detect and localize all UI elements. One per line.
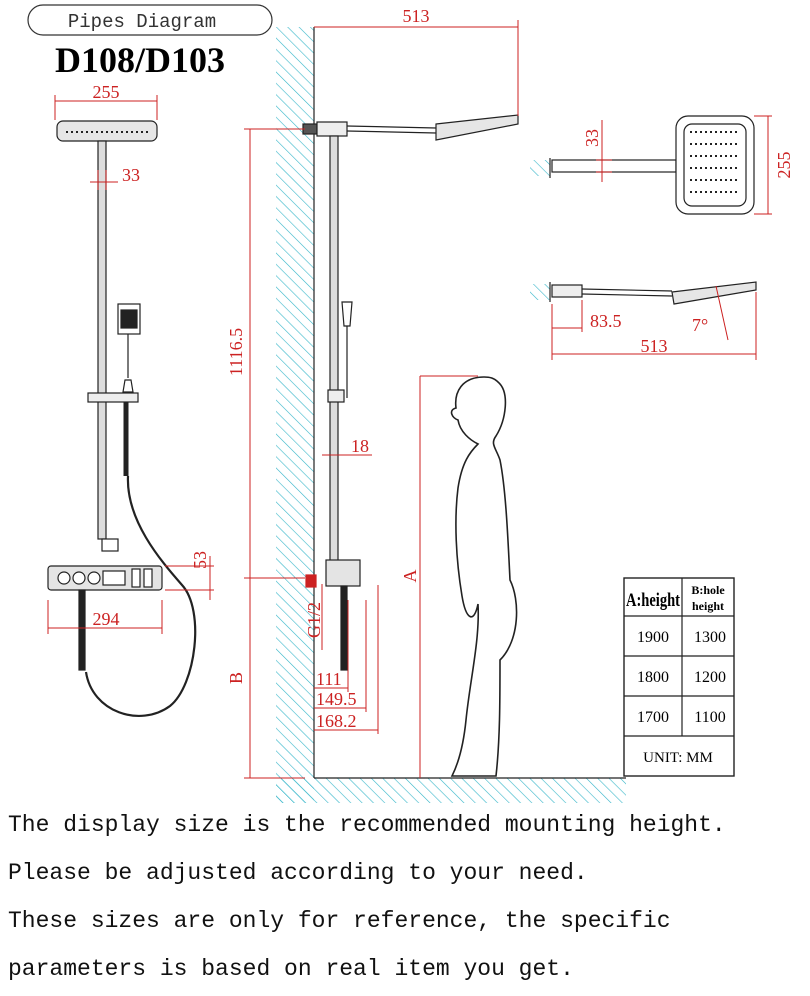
table-cell-a: 1900 xyxy=(637,629,669,646)
dim-side-149: 149.5 xyxy=(316,689,357,709)
tilt-head xyxy=(671,281,757,305)
table-cell-a: 1800 xyxy=(637,669,669,686)
table-cell-b: 1300 xyxy=(694,629,726,646)
side-control-panel xyxy=(325,559,361,587)
dim-tilt-angle: 7° xyxy=(692,315,708,335)
dim-side-pipe-width: 18 xyxy=(351,436,369,456)
wall-hatch xyxy=(276,27,314,803)
dim-tilt-513: 513 xyxy=(641,336,668,356)
header-label-box xyxy=(27,4,273,36)
table-header-a: A:height xyxy=(626,590,681,611)
front-view xyxy=(47,95,214,717)
dim-top-arm-offset: 33 xyxy=(582,129,602,147)
note-line: Please be adjusted according to your nee… xyxy=(8,860,588,886)
top-view xyxy=(530,115,772,215)
table-row: 1700 1100 xyxy=(637,709,726,726)
model-title: D108/D103 xyxy=(55,40,225,80)
tilt-view xyxy=(530,281,757,360)
front-slide-clamp xyxy=(87,392,139,403)
note-line: The display size is the recommended moun… xyxy=(8,812,726,838)
side-view xyxy=(244,20,626,803)
note-line: These sizes are only for reference, the … xyxy=(8,908,671,934)
table-cell-a: 1700 xyxy=(637,709,669,726)
side-riser-pipe xyxy=(329,135,339,571)
dim-side-111: 111 xyxy=(316,669,342,689)
dim-side-thread: G1/2 xyxy=(304,602,324,638)
dim-top-head-size: 255 xyxy=(774,152,794,179)
table-row: 1800 1200 xyxy=(637,669,726,686)
human-figure xyxy=(450,376,518,777)
dim-front-arm-offset: 33 xyxy=(122,165,140,185)
dim-tilt-83: 83.5 xyxy=(590,311,622,331)
dim-front-mount-height: 53 xyxy=(190,551,210,569)
label-b: B xyxy=(226,672,246,684)
dim-side-overhang: 513 xyxy=(403,6,430,26)
table-unit: UNIT: MM xyxy=(643,750,713,766)
notes: The display size is the recommended moun… xyxy=(8,804,808,996)
height-table: A:height B:hole height 1900 1300 1800 12… xyxy=(623,577,735,777)
side-overhead-head xyxy=(435,114,519,141)
label-a: A xyxy=(400,570,420,583)
front-riser-pipe xyxy=(97,140,107,540)
front-hose xyxy=(84,475,197,717)
dim-side-168: 168.2 xyxy=(316,711,357,731)
dim-front-top-width: 255 xyxy=(93,82,120,102)
header-label: Pipes Diagram xyxy=(68,11,216,33)
table-header-b-line1: B:hole xyxy=(691,583,725,597)
table-cell-b: 1100 xyxy=(694,709,725,726)
table-cell-b: 1200 xyxy=(694,669,726,686)
table-row: 1900 1300 xyxy=(637,629,726,646)
dim-side-total-height: 1116.5 xyxy=(226,328,246,376)
note-line: parameters is based on real item you get… xyxy=(8,956,574,982)
table-header-b-line2: height xyxy=(692,599,724,613)
dim-front-panel-width: 294 xyxy=(93,609,120,629)
floor-hatch xyxy=(276,778,626,803)
header: Pipes Diagram D108/D103 xyxy=(27,4,273,80)
